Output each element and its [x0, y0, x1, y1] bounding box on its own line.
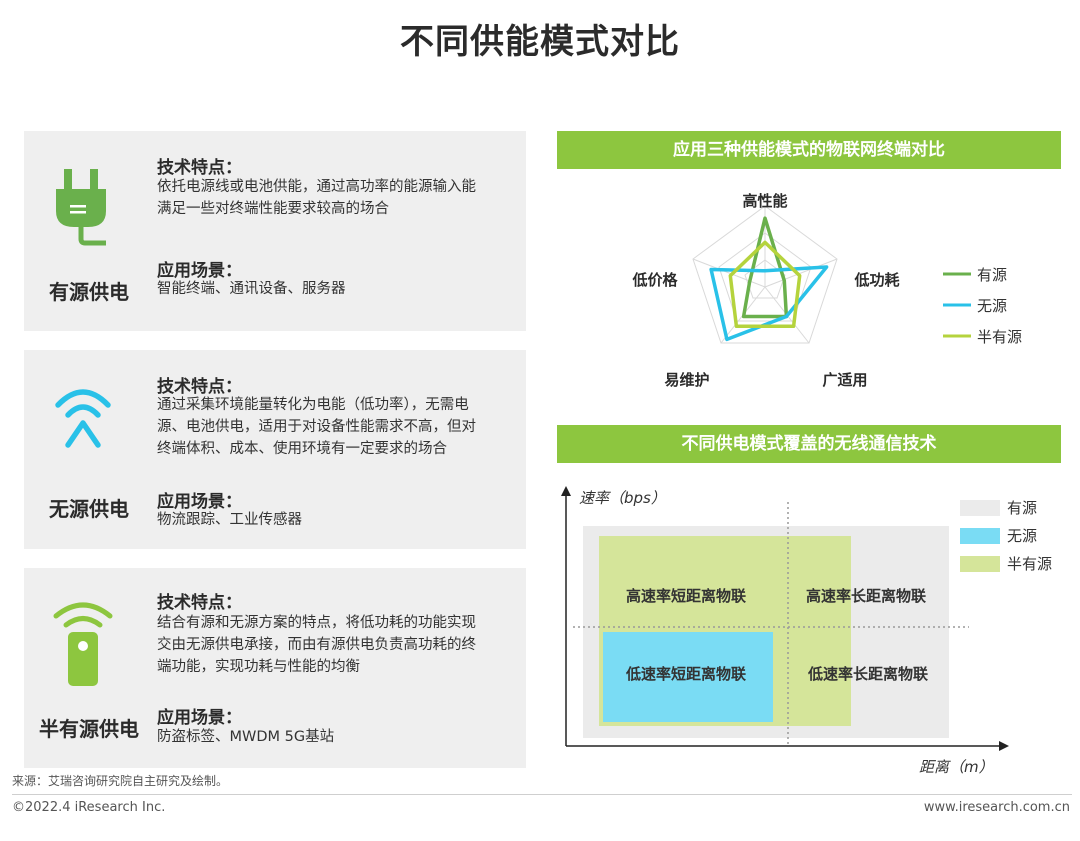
tech-text: 通过采集环境能量转化为电能（低功率），无需电 源、电池供电，适用于对设备性能需求…: [157, 397, 476, 457]
radar-legend: 有源 无源 半有源: [943, 266, 1022, 346]
copyright: ©2022.4 iResearch Inc.: [12, 800, 166, 815]
radar-grid-outer: [692, 205, 838, 344]
mode-label: 有源供电: [49, 280, 129, 304]
page-title: 不同供能模式对比: [400, 22, 680, 62]
card-semi-active-power: 半有源供电 技术特点： 结合有源和无源方案的特点，将低功耗的功能实现 交由无源供…: [24, 568, 526, 768]
mode-label: 半有源供电: [39, 717, 139, 741]
scene-text: 智能终端、通讯设备、服务器: [157, 281, 346, 297]
tech-heading: 技术特点：: [157, 158, 242, 178]
quadrant-legend: 有源 无源 半有源: [960, 499, 1052, 573]
quadrant-label: 高速率长距离物联: [806, 587, 927, 605]
card-active-power: 有源供电 技术特点： 依托电源线或电池供能，通过高功率的能源输入能 满足一些对终…: [24, 131, 526, 331]
radar-spoke: [764, 258, 838, 288]
radar-axis-label: 低功耗: [853, 271, 899, 289]
radar-axis-label: 广适用: [822, 371, 867, 389]
x-axis-arrow: [999, 741, 1009, 751]
quadrant-label: 低速率短距离物联: [625, 665, 747, 683]
radar-grid: [692, 205, 838, 344]
legend-label: 有源: [977, 266, 1007, 284]
tech-text: 结合有源和无源方案的特点，将低功耗的功能实现 交由无源供电承接，而由有源供电负责…: [157, 615, 476, 675]
radar-series-passive: [709, 265, 829, 342]
radar-chart-banner: 应用三种供能模式的物联网终端对比: [557, 131, 1061, 169]
legend-label: 半有源: [977, 328, 1022, 346]
website-link[interactable]: www.iresearch.com.cn: [923, 800, 1070, 815]
quadrant-label: 高速率短距离物联: [626, 587, 747, 605]
legend-swatch-active: [960, 500, 1000, 516]
tech-heading: 技术特点：: [157, 593, 242, 613]
legend-label: 有源: [1007, 499, 1037, 517]
scene-text: 物流跟踪、工业传感器: [157, 512, 302, 528]
footer-divider: [12, 794, 1072, 795]
radar-series-group: [709, 216, 829, 342]
y-axis-label: 速率（bps）: [579, 489, 666, 507]
scene-heading: 应用场景：: [157, 261, 242, 281]
x-axis-label: 距离（m）: [919, 758, 994, 776]
card-passive-power: 无源供电 技术特点： 通过采集环境能量转化为电能（低功率），无需电 源、电池供电…: [24, 350, 526, 549]
radar-chart: 高性能 低功耗 广适用 易维护 低价格 有源 无源 半有源: [631, 192, 1022, 389]
tech-heading: 技术特点：: [157, 377, 242, 397]
source-note: 来源：艾瑞咨询研究院自主研究及绘制。: [12, 774, 229, 788]
radar-grid-mid: [718, 232, 812, 322]
signal-device-icon: [53, 602, 113, 686]
region-passive: [603, 632, 773, 722]
y-axis-arrow: [561, 486, 571, 496]
radar-spoke: [692, 258, 766, 288]
legend-swatch-passive: [960, 528, 1000, 544]
radar-axis-label: 低价格: [631, 271, 678, 289]
legend-label: 无源: [977, 297, 1007, 315]
scene-heading: 应用场景：: [157, 708, 242, 728]
quadrant-chart-banner: 不同供电模式覆盖的无线通信技术: [557, 425, 1061, 463]
legend-swatch-semi: [960, 556, 1000, 572]
radar-axis-label: 高性能: [742, 192, 787, 210]
wireless-signal-icon: [55, 389, 111, 448]
quadrant-chart: 速率（bps） 距离（m） 高速率短距离物联 高速率长距离物联 低速率短距离物联…: [561, 486, 1052, 776]
tech-text: 依托电源线或电池供能，通过高功率的能源输入能 满足一些对终端性能要求较高的场合: [157, 179, 476, 217]
quadrant-label: 低速率长距离物联: [807, 665, 929, 683]
power-plug-icon: [56, 169, 106, 246]
scene-text: 防盗标签、MWDM 5G基站: [157, 729, 335, 745]
scene-heading: 应用场景：: [157, 492, 242, 512]
radar-series-semi-active: [728, 240, 802, 329]
radar-axis-label: 易维护: [664, 371, 709, 389]
mode-label: 无源供电: [49, 497, 129, 521]
legend-label: 半有源: [1007, 555, 1052, 573]
legend-label: 无源: [1007, 527, 1037, 545]
